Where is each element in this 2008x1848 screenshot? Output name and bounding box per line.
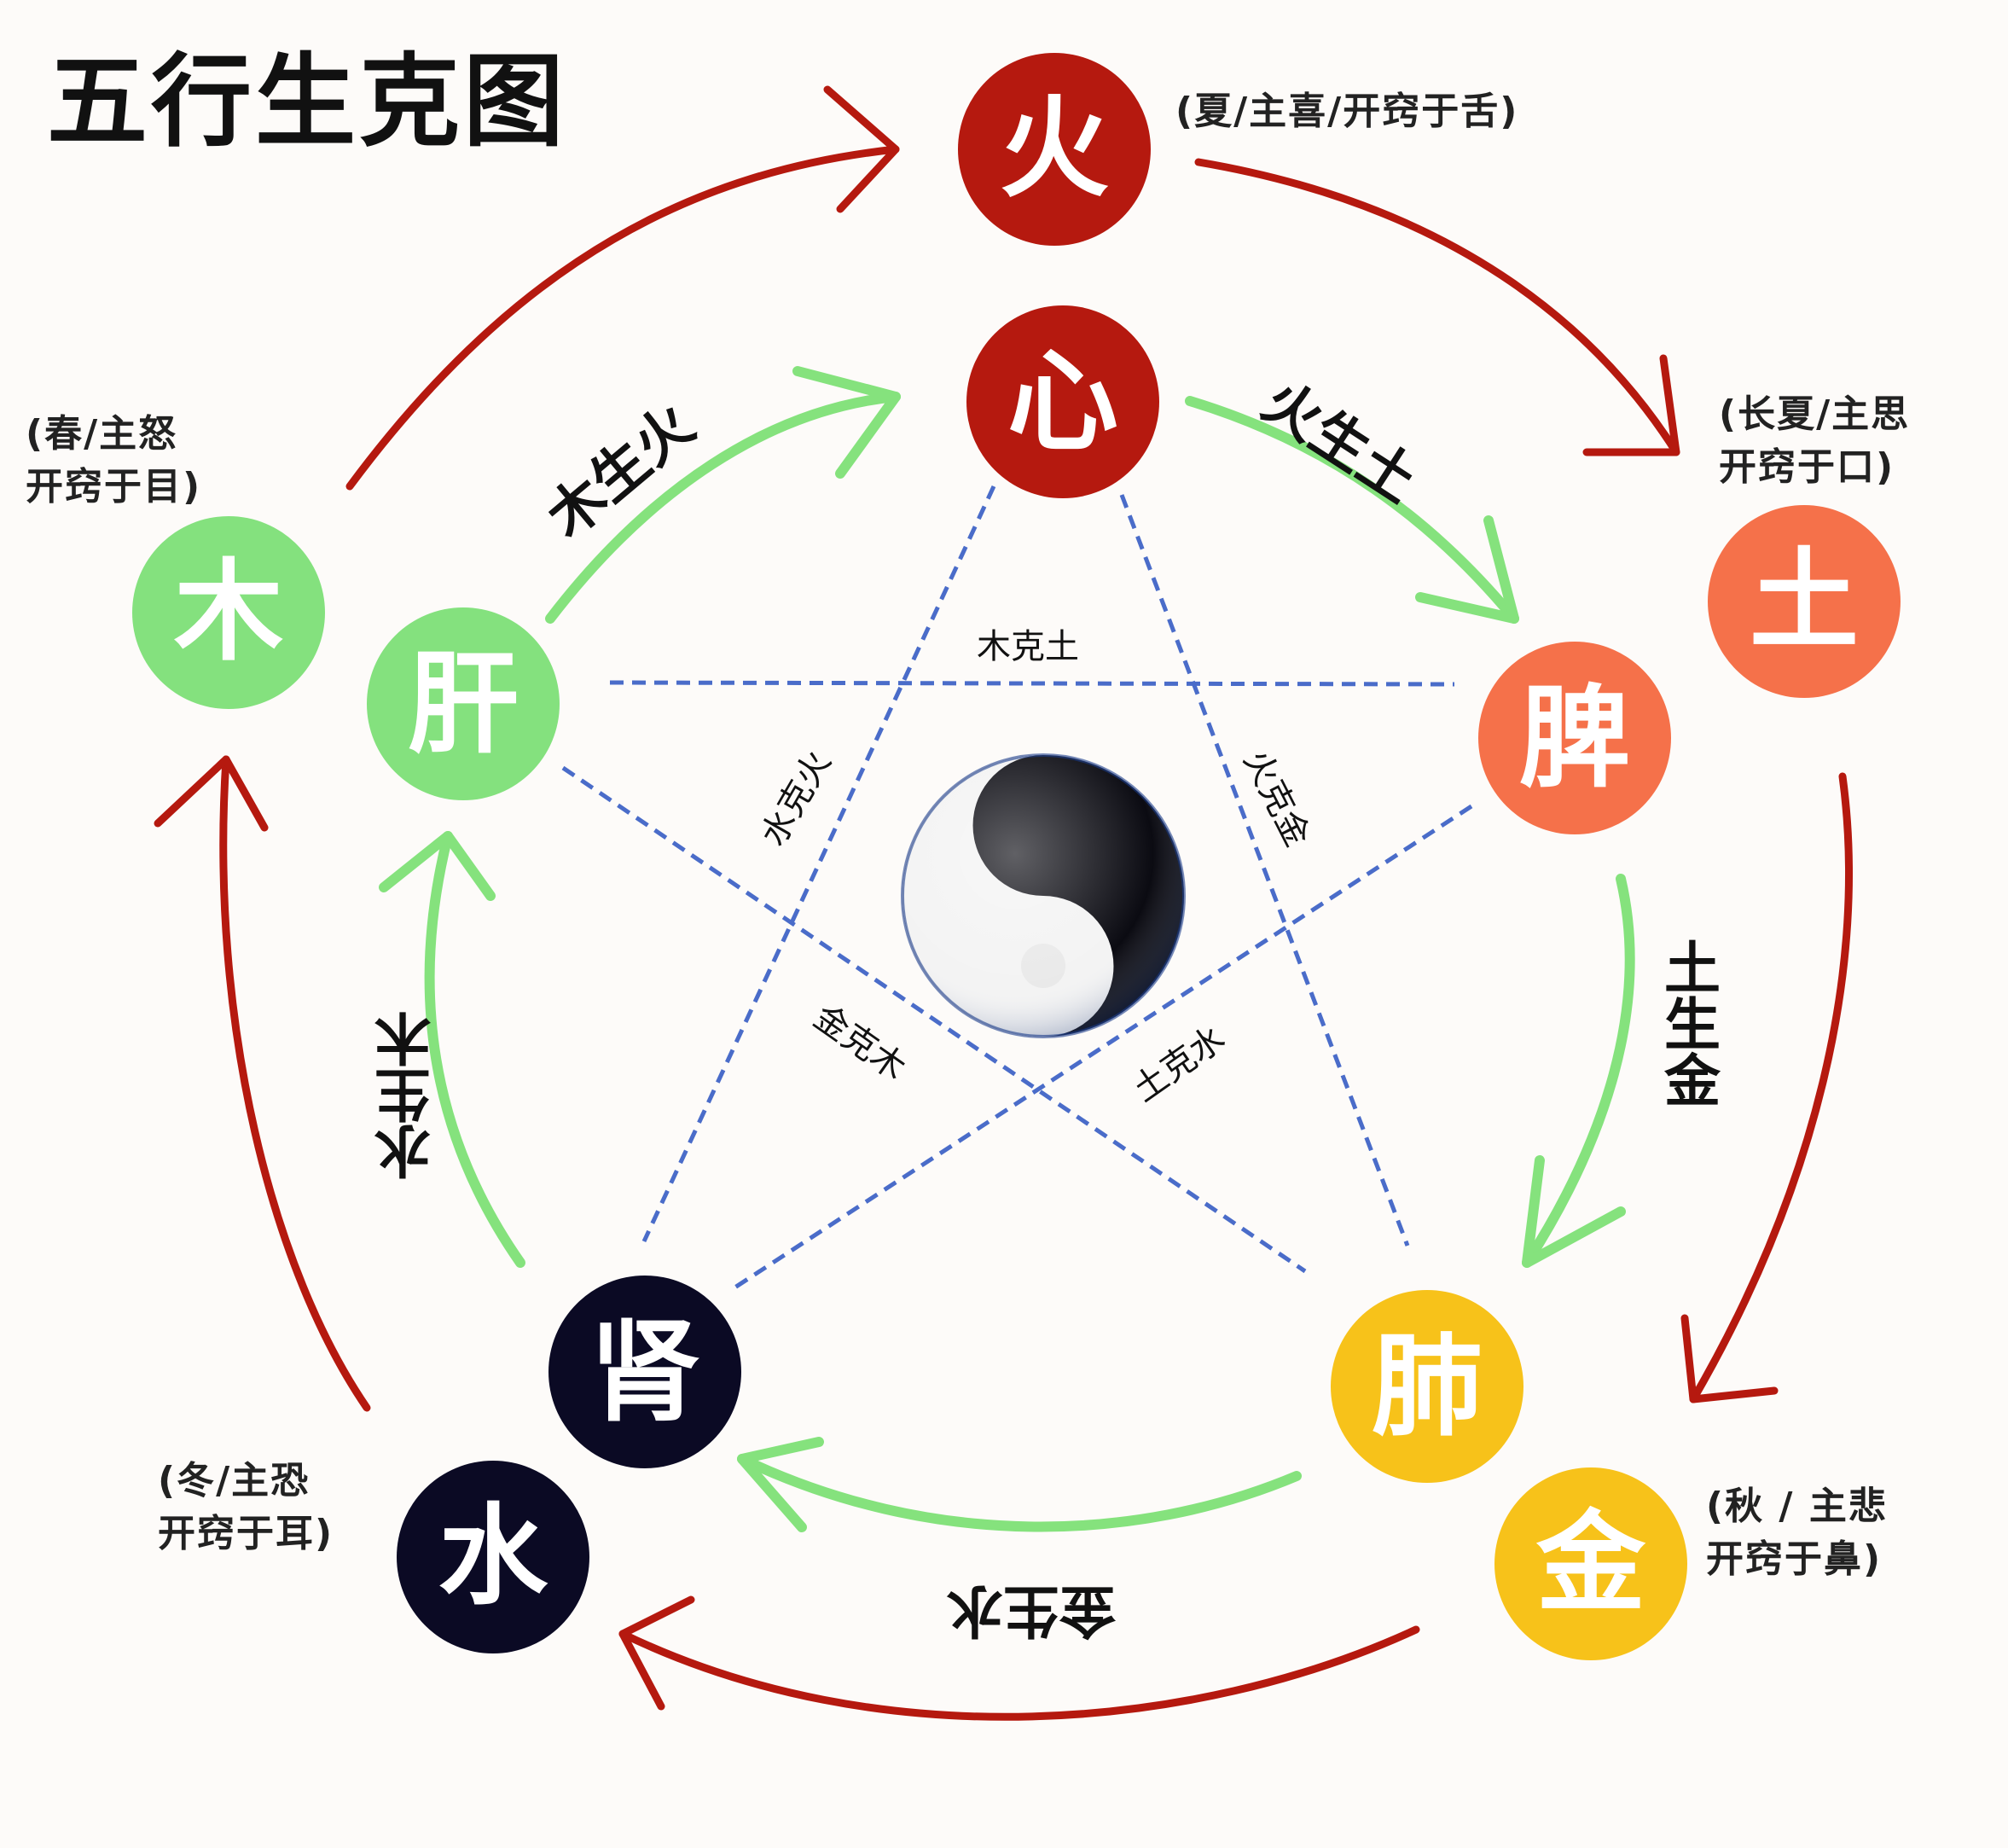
- element-earth: 土: [1708, 505, 1901, 698]
- label-water-generates-wood: 水生木: [374, 1011, 440, 1180]
- arrowhead-metal-to-water: [618, 1595, 695, 1711]
- note-metal-line-1: (秋 / 主悲: [1706, 1485, 1888, 1528]
- arrow-water-to-wood: [219, 755, 371, 1412]
- arrow-liver-to-heart: [545, 392, 901, 624]
- label-wood-controls-earth: 木克土: [977, 627, 1079, 666]
- note-fire-line-1: (夏/主喜/开窍于舌): [1175, 90, 1519, 133]
- arrowhead-spleen-to-lung: [1522, 1155, 1626, 1268]
- arrowhead-heart-to-spleen: [1415, 515, 1519, 624]
- arrow-spleen-to-lung: [1522, 874, 1635, 1268]
- arrowhead-kidney-to-liver: [379, 831, 496, 901]
- arrow-fire-to-earth: [1194, 158, 1680, 456]
- organ-heart-label: 心: [1007, 336, 1118, 467]
- element-fire-label: 火: [999, 85, 1109, 212]
- note-water: (冬/主恐 开窍于耳): [158, 1455, 334, 1560]
- note-wood-line-1: (春/主怒: [26, 412, 178, 456]
- controlling-star: [561, 485, 1473, 1291]
- element-water-label: 水: [438, 1493, 548, 1620]
- arrow-heart-to-spleen: [1185, 396, 1519, 624]
- line-heart-kidney: [641, 485, 996, 1243]
- line-heart-lung: [1119, 494, 1410, 1247]
- line-liver-lung: [561, 765, 1307, 1274]
- arrow-earth-to-metal: [1689, 772, 1853, 1403]
- element-earth-label: 土: [1749, 538, 1859, 665]
- note-wood-line-2: 开窍于目): [26, 465, 202, 508]
- element-fire: 火: [958, 53, 1151, 246]
- note-water-line-1: (冬/主恐: [158, 1459, 310, 1502]
- line-spleen-kidney: [732, 804, 1473, 1291]
- page-title: 五行生克图: [47, 43, 568, 160]
- organ-lung: 肺: [1331, 1290, 1523, 1483]
- line-liver-spleen: [609, 680, 1455, 687]
- yin-yang-icon: [901, 753, 1186, 1038]
- note-earth-line-2: 开窍于口): [1719, 445, 1895, 489]
- organ-kidney: 肾: [548, 1276, 741, 1468]
- arrow-lung-to-kidney: [737, 1454, 1302, 1532]
- organ-spleen: 脾: [1478, 642, 1671, 834]
- organ-spleen-label: 脾: [1518, 672, 1630, 803]
- label-metal-generates-water: 金生水: [947, 1578, 1116, 1643]
- note-wood: (春/主怒 开窍于目): [26, 408, 201, 514]
- element-wood-label: 木: [173, 549, 283, 676]
- inner-arrows: [379, 366, 1635, 1532]
- element-wood: 木: [132, 516, 325, 709]
- outer-arrows: [154, 85, 1853, 1721]
- element-metal-label: 金: [1535, 1500, 1645, 1627]
- organ-liver: 肝: [367, 607, 560, 800]
- note-earth: (长夏/主思 开窍于口): [1719, 388, 1910, 494]
- arrow-kidney-to-liver: [424, 831, 525, 1268]
- element-water: 水: [397, 1461, 589, 1653]
- arrowhead-wood-to-fire: [823, 85, 900, 213]
- organ-liver-label: 肝: [407, 638, 519, 769]
- arrowhead-lung-to-kidney: [737, 1437, 824, 1532]
- arrowhead-liver-to-heart: [792, 366, 901, 479]
- element-metal: 金: [1494, 1467, 1687, 1660]
- note-metal-line-2: 开窍于鼻): [1706, 1537, 1883, 1581]
- arrow-wood-to-fire: [345, 145, 900, 491]
- note-water-line-2: 开窍于耳): [158, 1512, 334, 1555]
- organ-kidney-label: 肾: [589, 1306, 700, 1437]
- arrowhead-earth-to-metal: [1680, 1314, 1779, 1403]
- note-fire: (夏/主喜/开窍于舌): [1175, 85, 1518, 138]
- label-earth-generates-metal: 土生金: [1655, 939, 1721, 1107]
- arrow-metal-to-water: [618, 1625, 1420, 1721]
- note-metal: (秋 / 主悲 开窍于鼻): [1706, 1480, 1888, 1586]
- arrowhead-water-to-wood: [154, 755, 269, 832]
- note-earth-line-1: (长夏/主思: [1719, 392, 1911, 436]
- organ-lung-label: 肺: [1371, 1321, 1483, 1451]
- arrowhead-fire-to-earth: [1582, 354, 1680, 456]
- organ-heart: 心: [966, 305, 1159, 498]
